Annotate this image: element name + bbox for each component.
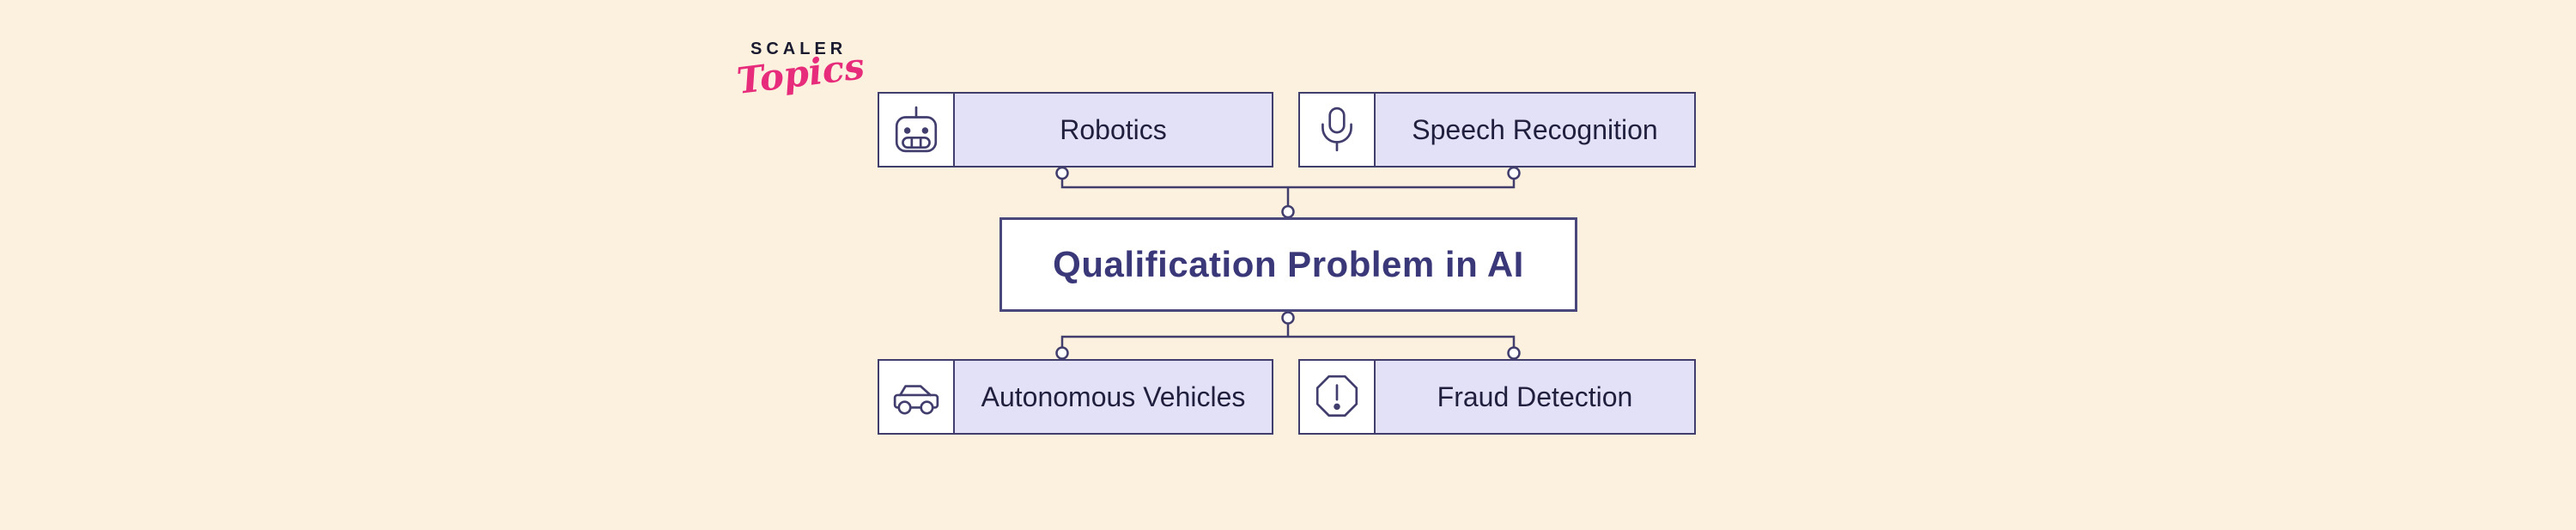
node-speech-recognition: Speech Recognition bbox=[1298, 92, 1696, 168]
port-robotics bbox=[1055, 166, 1069, 180]
node-autonomous-vehicles: Autonomous Vehicles bbox=[878, 359, 1273, 435]
node-label-speech-recognition: Speech Recognition bbox=[1412, 113, 1658, 145]
robotics-icon-cell bbox=[879, 94, 955, 166]
port-center-bottom bbox=[1281, 311, 1295, 325]
center-topic-box: Qualification Problem in AI bbox=[999, 217, 1577, 312]
node-label-robotics: Robotics bbox=[1060, 113, 1167, 145]
node-robotics: Robotics bbox=[878, 92, 1273, 168]
port-center-top bbox=[1281, 204, 1295, 219]
microphone-icon bbox=[1321, 107, 1352, 152]
port-speech bbox=[1507, 166, 1521, 180]
port-auto bbox=[1055, 346, 1069, 360]
port-fraud bbox=[1507, 346, 1521, 360]
logo-brand-text: SCALER bbox=[750, 40, 848, 58]
node-label-autonomous-vehicles: Autonomous Vehicles bbox=[981, 381, 1246, 412]
diagram-title: Qualification Problem in AI bbox=[1053, 244, 1524, 284]
node-fraud-detection: Fraud Detection bbox=[1298, 359, 1696, 435]
node-label-fraud-detection: Fraud Detection bbox=[1437, 381, 1633, 412]
alert-octagon-icon bbox=[1315, 375, 1358, 417]
fraud-icon-cell bbox=[1300, 361, 1376, 433]
auto-icon-cell bbox=[879, 361, 955, 433]
robot-icon bbox=[895, 106, 938, 153]
car-icon bbox=[893, 385, 939, 415]
scaler-topics-logo: SCALER Topics bbox=[735, 40, 867, 102]
speech-icon-cell bbox=[1300, 94, 1376, 166]
